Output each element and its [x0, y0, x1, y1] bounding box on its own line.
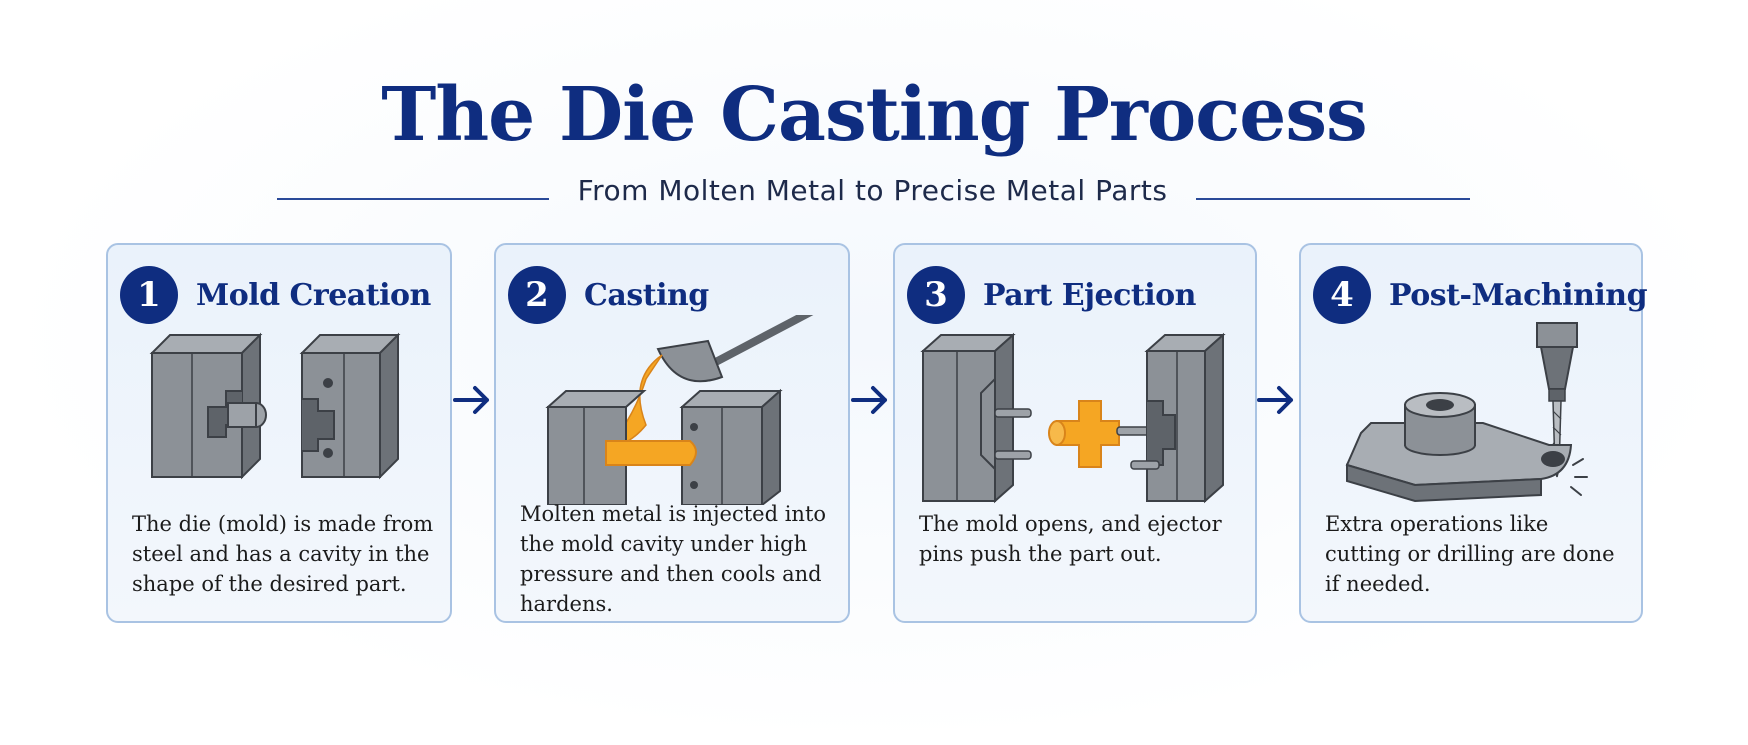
step-number-badge: 3 — [907, 266, 965, 324]
subtitle-row: From Molten Metal to Precise Metal Parts — [0, 174, 1748, 210]
page-title: The Die Casting Process — [381, 72, 1367, 158]
step-description: The die (mold) is made from steel and ha… — [132, 512, 434, 596]
ladle-pouring-metal-icon — [545, 315, 814, 505]
step-header: 3 Part Ejection — [907, 263, 1196, 327]
step-header: 4 Post-Machining — [1313, 263, 1648, 327]
step-number-badge: 4 — [1313, 266, 1371, 324]
step-card-mold-creation: 1 Mold Creation The die (mold) is made f… — [106, 243, 452, 623]
step-title: Part Ejection — [983, 277, 1196, 313]
step-description: The mold opens, and ejector pins push th… — [919, 512, 1222, 566]
drill-machining-icon — [1345, 322, 1588, 503]
step-card-post-machining: 4 Post-Machining Extra opera — [1299, 243, 1648, 623]
step-number-badge: 1 — [120, 266, 178, 324]
step-header: 2 Casting — [508, 263, 709, 327]
subtitle-divider-right — [1196, 198, 1470, 200]
step-card-part-ejection: 3 Part Ejection The mold ope — [893, 243, 1257, 623]
arrow-right-icon — [1257, 386, 1293, 414]
step-description: Extra operations like cutting or drillin… — [1325, 512, 1615, 596]
step-title: Mold Creation — [196, 277, 431, 313]
ejected-part-icon — [920, 332, 1226, 504]
step-header: 1 Mold Creation — [120, 263, 431, 327]
step-card-casting: 2 Casting Molten metal is injected — [494, 243, 850, 623]
arrow-right-icon — [851, 386, 887, 414]
step-description: Molten metal is injected into the mold c… — [520, 502, 827, 616]
arrow-right-icon — [453, 386, 489, 414]
open-mold-halves-icon — [149, 332, 401, 480]
subtitle-divider-left — [277, 198, 549, 200]
page-subtitle: From Molten Metal to Precise Metal Parts — [577, 174, 1168, 207]
step-title: Post-Machining — [1389, 277, 1648, 313]
step-title: Casting — [584, 277, 709, 313]
step-number-badge: 2 — [508, 266, 566, 324]
